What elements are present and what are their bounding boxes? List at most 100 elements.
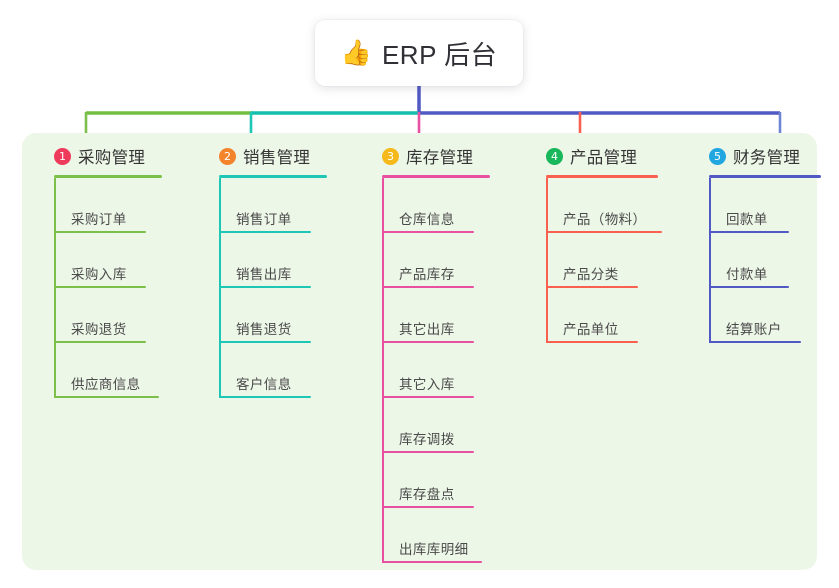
column-underline-4 (546, 175, 658, 178)
column-spine-5 (709, 178, 711, 343)
leaf-node-underline (709, 231, 789, 233)
column-underline-3 (382, 175, 490, 178)
leaf-node-label: 产品单位 (563, 322, 619, 337)
leaf-node[interactable]: 产品（物料） (530, 178, 662, 233)
column-underline-2 (219, 175, 327, 178)
leaf-node[interactable]: 销售出库 (203, 233, 327, 288)
leaf-node[interactable]: 付款单 (693, 233, 821, 288)
column-badge-icon-3: 3 (382, 147, 399, 165)
leaf-node-underline (382, 561, 482, 563)
leaf-node-underline (382, 396, 474, 398)
column-badge-icon-1: 1 (54, 147, 71, 165)
leaf-node-label: 付款单 (726, 267, 768, 282)
leaf-node-underline (709, 286, 789, 288)
leaf-node-label: 客户信息 (236, 377, 292, 392)
leaf-node-label: 销售退货 (236, 322, 292, 337)
column-title-5: 财务管理 (733, 149, 801, 167)
leaf-node-label: 采购入库 (71, 267, 127, 282)
leaf-node-underline (546, 231, 662, 233)
leaf-node-label: 供应商信息 (71, 377, 141, 392)
column-title-4: 产品管理 (570, 149, 638, 167)
leaf-node-label: 库存盘点 (399, 487, 455, 502)
column-underline-1 (54, 175, 162, 178)
leaf-node[interactable]: 销售退货 (203, 288, 327, 343)
leaf-node[interactable]: 采购订单 (38, 178, 162, 233)
leaf-node[interactable]: 出库库明细 (366, 508, 490, 563)
leaf-node-label: 库存调拨 (399, 432, 455, 447)
column-spine-1 (54, 178, 56, 398)
root-node[interactable]: 👍 ERP 后台 (315, 20, 523, 86)
column-3: 3 库存管理仓库信息产品库存其它出库其它入库库存调拨库存盘点出库库明细 (366, 143, 490, 563)
leaf-node[interactable]: 回款单 (693, 178, 821, 233)
leaf-node[interactable]: 其它出库 (366, 288, 490, 343)
leaf-node[interactable]: 销售订单 (203, 178, 327, 233)
leaf-node-label: 仓库信息 (399, 212, 455, 227)
leaf-node-underline (219, 231, 311, 233)
leaf-node-label: 其它出库 (399, 322, 455, 337)
leaf-node[interactable]: 库存调拨 (366, 398, 490, 453)
column-badge-icon-2: 2 (219, 147, 236, 165)
leaf-node-underline (219, 341, 311, 343)
leaf-node[interactable]: 产品库存 (366, 233, 490, 288)
leaf-node[interactable]: 采购退货 (38, 288, 162, 343)
leaf-node-underline (54, 286, 146, 288)
diagram-panel (22, 133, 817, 570)
leaf-node-underline (219, 286, 311, 288)
leaf-node-underline (546, 286, 638, 288)
leaf-node-underline (54, 341, 146, 343)
column-header-4[interactable]: 4 产品管理 (530, 143, 658, 169)
leaf-node-underline (709, 341, 801, 343)
column-underline-5 (709, 175, 821, 178)
leaf-node-underline (546, 341, 638, 343)
leaf-node-label: 产品（物料） (563, 212, 647, 227)
leaf-node-underline (382, 506, 474, 508)
leaf-node-underline (382, 286, 474, 288)
leaf-node[interactable]: 结算账户 (693, 288, 821, 343)
leaf-node[interactable]: 库存盘点 (366, 453, 490, 508)
leaf-node-label: 回款单 (726, 212, 768, 227)
column-badge-icon-5: 5 (709, 147, 726, 165)
column-badge-icon-4: 4 (546, 147, 563, 165)
column-title-2: 销售管理 (243, 149, 311, 167)
leaf-node-label: 产品库存 (399, 267, 455, 282)
leaf-node-underline (382, 341, 474, 343)
leaf-node[interactable]: 产品单位 (530, 288, 658, 343)
thumbs-up-icon: 👍 (340, 38, 372, 67)
column-items-5: 回款单付款单结算账户 (693, 178, 821, 343)
leaf-node-underline (382, 231, 474, 233)
column-2: 2 销售管理销售订单销售出库销售退货客户信息 (203, 143, 327, 398)
column-header-3[interactable]: 3 库存管理 (366, 143, 490, 169)
leaf-node-underline (219, 396, 311, 398)
column-items-3: 仓库信息产品库存其它出库其它入库库存调拨库存盘点出库库明细 (366, 178, 490, 563)
leaf-node-label: 采购订单 (71, 212, 127, 227)
column-header-5[interactable]: 5 财务管理 (693, 143, 821, 169)
column-title-3: 库存管理 (406, 149, 474, 167)
leaf-node-underline (54, 231, 146, 233)
leaf-node[interactable]: 采购入库 (38, 233, 162, 288)
column-items-1: 采购订单采购入库采购退货供应商信息 (38, 178, 162, 398)
leaf-node-label: 其它入库 (399, 377, 455, 392)
column-4: 4 产品管理产品（物料） 产品分类产品单位 (530, 143, 662, 343)
leaf-node-label: 销售出库 (236, 267, 292, 282)
column-5: 5 财务管理回款单付款单结算账户 (693, 143, 821, 343)
leaf-node-underline (54, 396, 159, 398)
leaf-node-label: 销售订单 (236, 212, 292, 227)
column-spine-2 (219, 178, 221, 398)
column-items-4: 产品（物料） 产品分类产品单位 (530, 178, 662, 343)
leaf-node[interactable]: 其它入库 (366, 343, 490, 398)
column-header-2[interactable]: 2 销售管理 (203, 143, 327, 169)
column-items-2: 销售订单销售出库销售退货客户信息 (203, 178, 327, 398)
leaf-node[interactable]: 仓库信息 (366, 178, 490, 233)
leaf-node-label: 采购退货 (71, 322, 127, 337)
column-spine-3 (382, 178, 384, 563)
leaf-node[interactable]: 供应商信息 (38, 343, 162, 398)
root-node-label: ERP 后台 (381, 39, 498, 70)
leaf-node[interactable]: 产品分类 (530, 233, 658, 288)
leaf-node-label: 出库库明细 (399, 542, 469, 557)
leaf-node-label: 结算账户 (726, 322, 782, 337)
leaf-node-underline (382, 451, 474, 453)
leaf-node[interactable]: 客户信息 (203, 343, 327, 398)
leaf-node-label: 产品分类 (563, 267, 619, 282)
